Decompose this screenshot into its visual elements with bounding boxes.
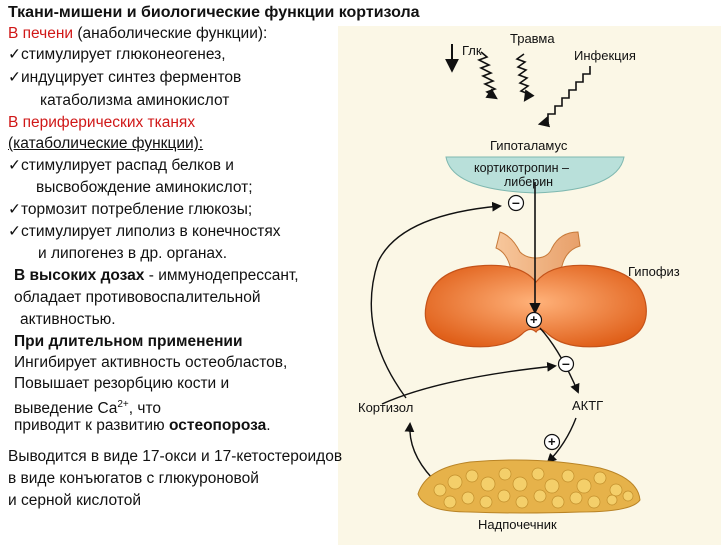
minus-sign-acth: – <box>562 355 570 371</box>
crh-label-line-2: либерин <box>504 175 554 189</box>
liver-heading-line: В печени (анаболические функции): <box>8 24 267 43</box>
plus-sign-adrenal: + <box>548 434 556 449</box>
result-end: . <box>266 417 271 434</box>
excretion-line-2: в виде конъюгатов с глюкуроновой <box>8 470 259 487</box>
trauma-signal-arrow <box>515 53 535 102</box>
plus-circle-pituitary <box>525 311 543 329</box>
peripheral-item-3: ✓стимулирует липолиз в конечностях <box>8 223 281 240</box>
calcium-charge: 2+ <box>117 399 129 410</box>
plus-circle-adrenal <box>543 433 561 451</box>
high-doses-text-3: активностью. <box>20 311 116 328</box>
glucose-signal-arrow <box>477 51 498 100</box>
minus-circle-acth <box>557 355 575 373</box>
crh-label-line-1: кортикотропин – <box>474 161 569 175</box>
long-use-heading: При длительном применении <box>14 333 243 350</box>
long-use-line-1: Ингибирует активность остеобластов, <box>14 354 288 371</box>
hypothalamus-label: Гипоталамус <box>490 138 568 153</box>
peripheral-item-3-cont: и липогенез в др. органах. <box>38 245 228 262</box>
glucose-label: Глк <box>462 43 482 58</box>
peripheral-note: (катаболические функции): <box>8 135 204 152</box>
excretion-line-3: и серной кислотой <box>8 492 141 509</box>
osteoporosis-term: остеопороза <box>168 417 267 434</box>
calcium-text: выведение Ca <box>14 400 118 418</box>
peripheral-heading: В периферических тканях <box>8 114 196 131</box>
cortisol-pituitary-feedback <box>381 361 557 405</box>
minus-circle-hypothalamus <box>507 194 525 212</box>
adrenal-to-cortisol-arrow <box>404 422 433 479</box>
high-doses-lead: В высоких дозах <box>14 267 145 284</box>
plus-sign-pituitary: + <box>530 312 538 327</box>
high-doses-text-2: обладает противовоспалительной <box>14 289 261 306</box>
acth-to-adrenal-arrow <box>546 417 577 464</box>
peripheral-item-1: ✓стимулирует распад белков и <box>8 157 234 174</box>
infection-label: Инфекция <box>574 48 636 63</box>
excretion-line-1: Выводится в виде 17-окси и 17-кетостерои… <box>8 448 343 465</box>
adrenal-gland <box>417 459 641 514</box>
liver-heading: В печени <box>8 25 74 42</box>
liver-item-2: ✓индуцирует синтез ферментов <box>8 69 242 86</box>
high-doses-text: - иммунодепрессант, <box>144 267 299 284</box>
minus-sign-hypothalamus: – <box>512 194 520 210</box>
cortisol-label: Кортизол <box>358 400 414 415</box>
liver-heading-note: (анаболические функции): <box>73 25 268 42</box>
peripheral-item-2: ✓тормозит потребление глюкозы; <box>8 201 253 218</box>
long-use-calcium-line: выведение Ca2+, что <box>14 395 161 418</box>
trauma-label: Травма <box>510 31 555 46</box>
peripheral-item-1-cont: высвобождение аминокислот; <box>36 179 253 196</box>
infection-signal-arrow <box>537 66 591 128</box>
result-text: приводит к развитию <box>14 417 169 434</box>
pituitary-label: Гипофиз <box>628 264 680 279</box>
page-title: Ткани-мишени и биологические функции кор… <box>8 4 420 21</box>
long-use-line-2: Повышает резорбцию кости и <box>14 375 230 392</box>
liver-item-2-cont: катаболизма аминокислот <box>40 92 230 109</box>
calcium-text-end: , что <box>128 400 161 418</box>
high-doses-line: В высоких дозах - иммунодепрессант, <box>14 266 299 285</box>
acth-label: АКТГ <box>572 398 604 413</box>
liver-item-1: ✓стимулирует глюконеогенез, <box>8 46 226 63</box>
cortisol-feedback-loop <box>370 201 502 399</box>
adrenal-label: Надпочечник <box>478 517 557 532</box>
acth-arrow <box>539 327 580 394</box>
long-use-result: приводит к развитию остеопороза. <box>14 416 271 435</box>
